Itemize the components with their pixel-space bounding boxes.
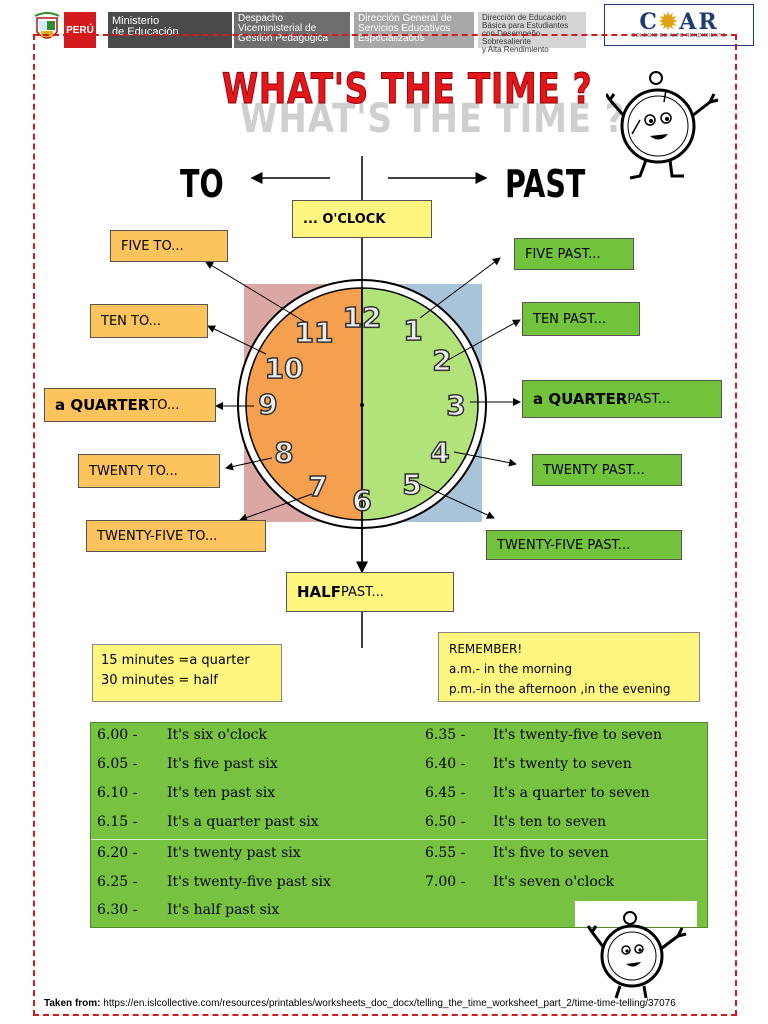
label-twentyfive-past: TWENTY-FIVE PAST... xyxy=(486,530,682,560)
cartoon-clock-small-icon xyxy=(586,911,687,999)
source-url[interactable]: https://en.islcollective.com/resources/p… xyxy=(103,998,676,1009)
quarter-past-rest: PAST... xyxy=(627,391,671,407)
time-text: It's twenty to seven xyxy=(493,756,632,772)
dashed-page-border xyxy=(33,34,737,1016)
time-value: 6.00 - xyxy=(97,727,138,743)
to-heading: TO xyxy=(180,162,224,206)
time-value: 7.00 - xyxy=(425,874,466,890)
time-text: It's twenty-five past six xyxy=(167,874,331,890)
time-text: It's half past six xyxy=(167,902,280,918)
label-quarter-past: a QUARTER PAST... xyxy=(522,380,722,418)
ministry-line2: de Educación xyxy=(112,26,179,38)
box3-line1: Dirección General de xyxy=(358,13,452,24)
time-value: 6.45 - xyxy=(425,785,466,801)
time-text: It's ten past six xyxy=(167,785,276,801)
header-bar: PERÚ Ministerio de Educación Despacho Vi… xyxy=(26,10,586,54)
box2-line2: Viceministerial de xyxy=(238,23,317,34)
quarter-to-rest: TO... xyxy=(149,397,180,413)
time-value: 6.35 - xyxy=(425,727,466,743)
box4-line1: Dirección de Educación xyxy=(482,13,567,22)
coar-logo-text: C✹AR xyxy=(639,9,719,35)
label-ten-past: TEN PAST... xyxy=(522,302,640,336)
quarter-definition: 15 minutes =a quarter xyxy=(101,653,250,668)
label-quarter-to: a QUARTER TO... xyxy=(44,388,216,422)
label-twenty-past: TWENTY PAST... xyxy=(532,454,682,486)
time-text: It's five past six xyxy=(167,756,278,772)
remember-heading: REMEMBER! xyxy=(449,642,523,656)
quarter-past-bold: a QUARTER xyxy=(533,390,628,408)
coar-logo: C✹AR COLEGIO DE ALTO RENDIMIENTO xyxy=(604,4,754,46)
vice-ministry-box: Despacho Viceministerial de Gestión Peda… xyxy=(234,12,350,48)
time-value: 6.30 - xyxy=(97,902,138,918)
box2-line3: Gestión Pedagógica xyxy=(238,33,329,44)
time-value: 6.25 - xyxy=(97,874,138,890)
time-value: 6.05 - xyxy=(97,756,138,772)
box3-line3: Especializados xyxy=(358,33,425,44)
time-text: It's twenty past six xyxy=(167,845,301,861)
half-past-bold: HALF xyxy=(297,583,341,601)
times-divider xyxy=(91,839,707,840)
coar-logo-subtitle: COLEGIO DE ALTO RENDIMIENTO xyxy=(631,33,727,39)
cartoon-clock-icon xyxy=(606,71,719,180)
box3-line2: Servicios Educativos xyxy=(358,23,451,34)
label-half-past: HALF PAST... xyxy=(286,572,454,612)
direction-general-box: Dirección General de Servicios Educativo… xyxy=(354,12,474,48)
time-text: It's twenty-five to seven xyxy=(493,727,662,743)
time-value: 6.50 - xyxy=(425,814,466,830)
peru-badge: PERÚ xyxy=(64,12,96,48)
quarter-to-bold: a QUARTER xyxy=(55,396,150,414)
ministry-line1: Ministerio xyxy=(112,15,160,27)
box4-line4: y Alta Rendimiento xyxy=(482,45,549,54)
half-past-rest: PAST... xyxy=(340,584,384,600)
time-text: It's a quarter past six xyxy=(167,814,319,830)
times-table: 6.00 - It's six o'clock 6.05 - It's five p… xyxy=(90,722,708,928)
time-value: 6.20 - xyxy=(97,845,138,861)
time-text: It's seven o'clock xyxy=(493,874,615,890)
box2-line1: Despacho xyxy=(238,13,284,24)
time-value: 6.40 - xyxy=(425,756,466,772)
label-twentyfive-to: TWENTY-FIVE TO... xyxy=(86,520,266,552)
time-text: It's a quarter to seven xyxy=(493,785,650,801)
time-value: 6.55 - xyxy=(425,845,466,861)
times-table-white-patch xyxy=(575,901,697,927)
label-twenty-to: TWENTY TO... xyxy=(78,454,220,488)
label-ten-to: TEN TO... xyxy=(90,304,208,338)
sun-icon: ✹ xyxy=(658,9,680,35)
box4-line3: con Desempeño Sobresaliente xyxy=(482,29,541,46)
pm-definition: p.m.-in the afternoon ,in the evening xyxy=(449,682,671,696)
past-heading: PAST xyxy=(505,162,586,206)
half-definition: 30 minutes = half xyxy=(101,673,218,688)
time-text: It's ten to seven xyxy=(493,814,607,830)
source-credit: Taken from: https://en.islcollective.com… xyxy=(44,998,676,1009)
label-five-to: FIVE TO... xyxy=(110,230,228,262)
direction-basic-box: Dirección de Educación Básica para Estud… xyxy=(478,12,586,54)
minutes-info-box: 15 minutes =a quarter 30 minutes = half xyxy=(92,644,282,702)
am-definition: a.m.- in the morning xyxy=(449,662,572,676)
remember-box: REMEMBER! a.m.- in the morning p.m.-in t… xyxy=(438,632,700,702)
page-title: WHAT'S THE TIME ? xyxy=(222,64,593,114)
label-oclock: ... O'CLOCK xyxy=(292,200,432,238)
time-text: It's six o'clock xyxy=(167,727,267,743)
time-value: 6.15 - xyxy=(97,814,138,830)
ministry-box: Ministerio de Educación xyxy=(108,12,232,48)
source-label: Taken from: xyxy=(44,998,101,1009)
label-five-past: FIVE PAST... xyxy=(514,238,634,270)
time-text: It's five to seven xyxy=(493,845,609,861)
title-shadow: WHAT'S THE TIME ? xyxy=(240,96,626,142)
time-value: 6.10 - xyxy=(97,785,138,801)
box4-line2: Básica para Estudiantes xyxy=(482,21,569,30)
